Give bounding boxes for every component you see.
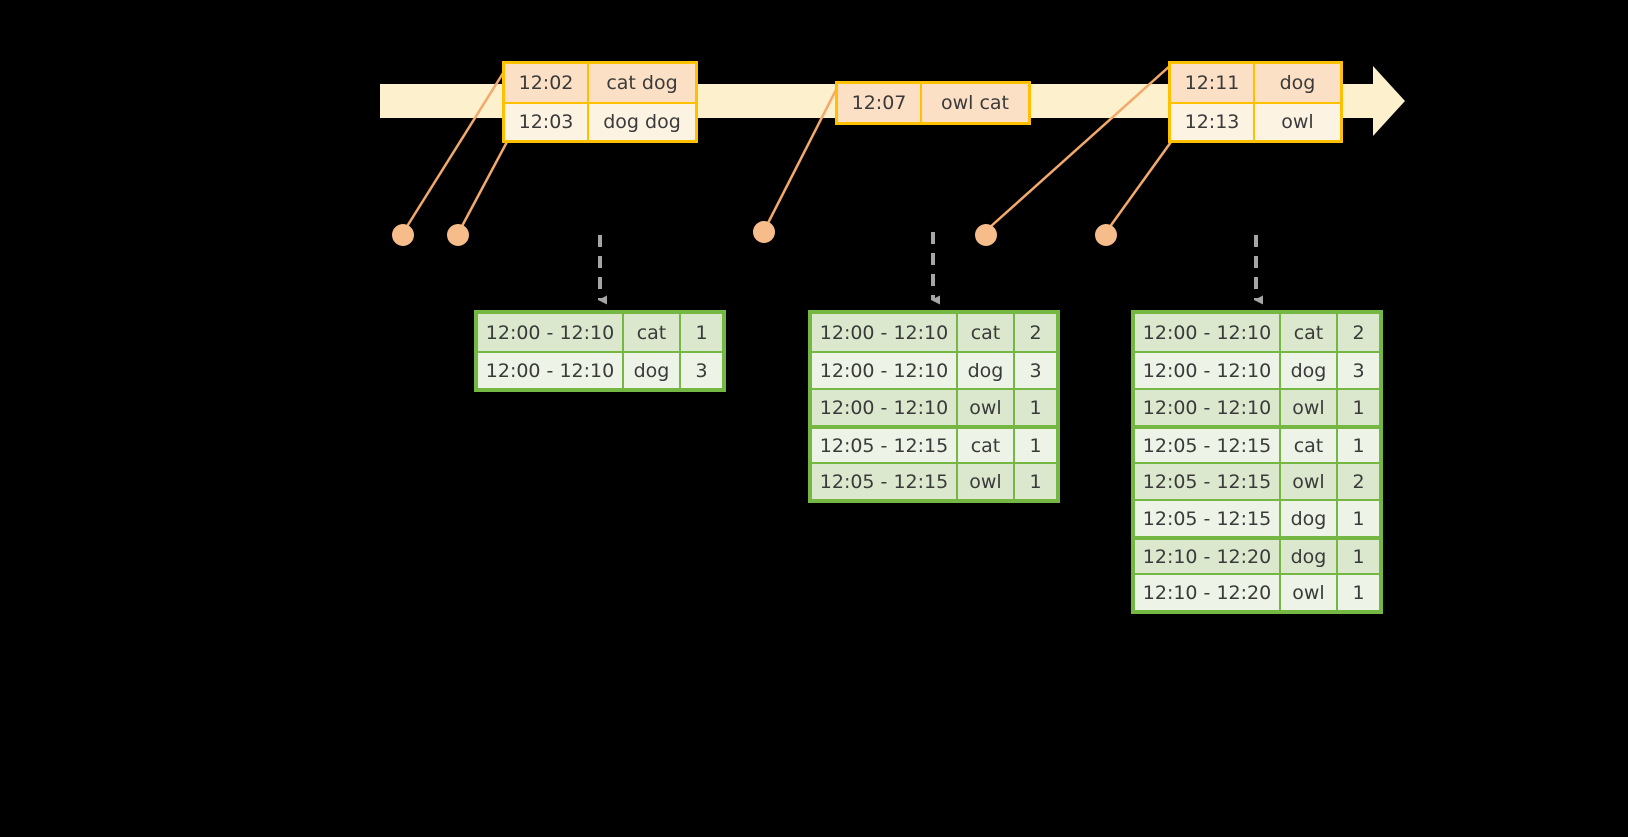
window-cell: 12:00 - 12:10 bbox=[1135, 314, 1281, 351]
window-result-table-3[interactable]: 12:00 - 12:10 cat 2 12:00 - 12:10 dog 3 … bbox=[1131, 310, 1383, 614]
connector-5 bbox=[1107, 134, 1178, 229]
count-cell: 3 bbox=[681, 353, 722, 388]
word-cell: cat bbox=[624, 314, 681, 351]
window-cell: 12:10 - 12:20 bbox=[1135, 540, 1281, 573]
event-words: dog dog bbox=[589, 104, 695, 140]
window-cell: 12:05 - 12:15 bbox=[812, 464, 958, 499]
event-words: owl bbox=[1255, 104, 1340, 140]
count-cell: 2 bbox=[1338, 314, 1379, 351]
event-dot-4[interactable] bbox=[975, 224, 997, 246]
event-row[interactable]: 12:11 dog bbox=[1171, 64, 1340, 102]
event-time: 12:02 bbox=[505, 64, 589, 102]
event-time: 12:03 bbox=[505, 104, 589, 140]
table-row[interactable]: 12:00 - 12:10 dog 3 bbox=[812, 351, 1056, 388]
event-row[interactable]: 12:02 cat dog bbox=[505, 64, 695, 102]
count-cell: 1 bbox=[1338, 501, 1379, 536]
count-cell: 1 bbox=[681, 314, 722, 351]
count-cell: 2 bbox=[1015, 314, 1056, 351]
event-row[interactable]: 12:13 owl bbox=[1171, 102, 1340, 140]
table-row[interactable]: 12:00 - 12:10 owl 1 bbox=[1135, 388, 1379, 425]
word-cell: dog bbox=[1281, 540, 1338, 573]
event-box-group-3[interactable]: 12:11 dog 12:13 owl bbox=[1168, 61, 1343, 143]
event-dot-3[interactable] bbox=[753, 221, 775, 243]
window-cell: 12:05 - 12:15 bbox=[1135, 464, 1281, 499]
table-row[interactable]: 12:00 - 12:10 cat 1 bbox=[478, 314, 722, 351]
event-box-group-2[interactable]: 12:07 owl cat bbox=[835, 81, 1031, 125]
event-dot-1[interactable] bbox=[392, 224, 414, 246]
word-cell: owl bbox=[1281, 390, 1338, 425]
word-cell: dog bbox=[958, 353, 1015, 388]
word-cell: dog bbox=[1281, 501, 1338, 536]
window-cell: 12:00 - 12:10 bbox=[478, 353, 624, 388]
window-cell: 12:00 - 12:10 bbox=[812, 314, 958, 351]
word-cell: dog bbox=[1281, 353, 1338, 388]
word-cell: cat bbox=[1281, 429, 1338, 462]
connector-2 bbox=[459, 139, 510, 229]
table-row[interactable]: 12:05 - 12:15 dog 1 bbox=[1135, 499, 1379, 536]
window-cell: 12:00 - 12:10 bbox=[1135, 390, 1281, 425]
connector-3 bbox=[765, 85, 840, 226]
event-words: owl cat bbox=[922, 84, 1028, 122]
word-cell: dog bbox=[624, 353, 681, 388]
count-cell: 1 bbox=[1015, 429, 1056, 462]
event-time: 12:11 bbox=[1171, 64, 1255, 102]
table-row[interactable]: 12:05 - 12:15 cat 1 bbox=[812, 425, 1056, 462]
window-cell: 12:00 - 12:10 bbox=[1135, 353, 1281, 388]
event-row[interactable]: 12:07 owl cat bbox=[838, 84, 1028, 122]
word-cell: owl bbox=[958, 390, 1015, 425]
count-cell: 3 bbox=[1015, 353, 1056, 388]
window-result-table-1[interactable]: 12:00 - 12:10 cat 1 12:00 - 12:10 dog 3 bbox=[474, 310, 726, 392]
event-row[interactable]: 12:03 dog dog bbox=[505, 102, 695, 140]
window-result-table-2[interactable]: 12:00 - 12:10 cat 2 12:00 - 12:10 dog 3 … bbox=[808, 310, 1060, 503]
event-words: cat dog bbox=[589, 64, 695, 102]
table-row[interactable]: 12:05 - 12:15 owl 1 bbox=[812, 462, 1056, 499]
connector-1 bbox=[404, 69, 507, 229]
count-cell: 1 bbox=[1338, 575, 1379, 610]
event-box-group-1[interactable]: 12:02 cat dog 12:03 dog dog bbox=[502, 61, 698, 143]
window-cell: 12:05 - 12:15 bbox=[1135, 501, 1281, 536]
event-time: 12:07 bbox=[838, 84, 922, 122]
window-cell: 12:10 - 12:20 bbox=[1135, 575, 1281, 610]
table-row[interactable]: 12:00 - 12:10 dog 3 bbox=[1135, 351, 1379, 388]
table-row[interactable]: 12:10 - 12:20 owl 1 bbox=[1135, 573, 1379, 610]
count-cell: 3 bbox=[1338, 353, 1379, 388]
word-cell: cat bbox=[958, 429, 1015, 462]
count-cell: 1 bbox=[1338, 540, 1379, 573]
event-words: dog bbox=[1255, 64, 1340, 102]
word-cell: cat bbox=[1281, 314, 1338, 351]
word-cell: owl bbox=[1281, 575, 1338, 610]
table-row[interactable]: 12:10 - 12:20 dog 1 bbox=[1135, 536, 1379, 573]
window-cell: 12:00 - 12:10 bbox=[812, 390, 958, 425]
table-row[interactable]: 12:00 - 12:10 owl 1 bbox=[812, 388, 1056, 425]
window-cell: 12:00 - 12:10 bbox=[478, 314, 624, 351]
window-cell: 12:05 - 12:15 bbox=[812, 429, 958, 462]
window-cell: 12:05 - 12:15 bbox=[1135, 429, 1281, 462]
event-time: 12:13 bbox=[1171, 104, 1255, 140]
event-dot-2[interactable] bbox=[447, 224, 469, 246]
count-cell: 1 bbox=[1338, 390, 1379, 425]
event-dot-5[interactable] bbox=[1095, 224, 1117, 246]
window-cell: 12:00 - 12:10 bbox=[812, 353, 958, 388]
word-cell: cat bbox=[958, 314, 1015, 351]
count-cell: 1 bbox=[1338, 429, 1379, 462]
count-cell: 2 bbox=[1338, 464, 1379, 499]
table-pointer-arrows bbox=[598, 232, 1263, 305]
count-cell: 1 bbox=[1015, 390, 1056, 425]
table-row[interactable]: 12:05 - 12:15 owl 2 bbox=[1135, 462, 1379, 499]
table-row[interactable]: 12:00 - 12:10 cat 2 bbox=[812, 314, 1056, 351]
table-row[interactable]: 12:05 - 12:15 cat 1 bbox=[1135, 425, 1379, 462]
count-cell: 1 bbox=[1015, 464, 1056, 499]
word-cell: owl bbox=[958, 464, 1015, 499]
table-row[interactable]: 12:00 - 12:10 cat 2 bbox=[1135, 314, 1379, 351]
word-cell: owl bbox=[1281, 464, 1338, 499]
table-row[interactable]: 12:00 - 12:10 dog 3 bbox=[478, 351, 722, 388]
